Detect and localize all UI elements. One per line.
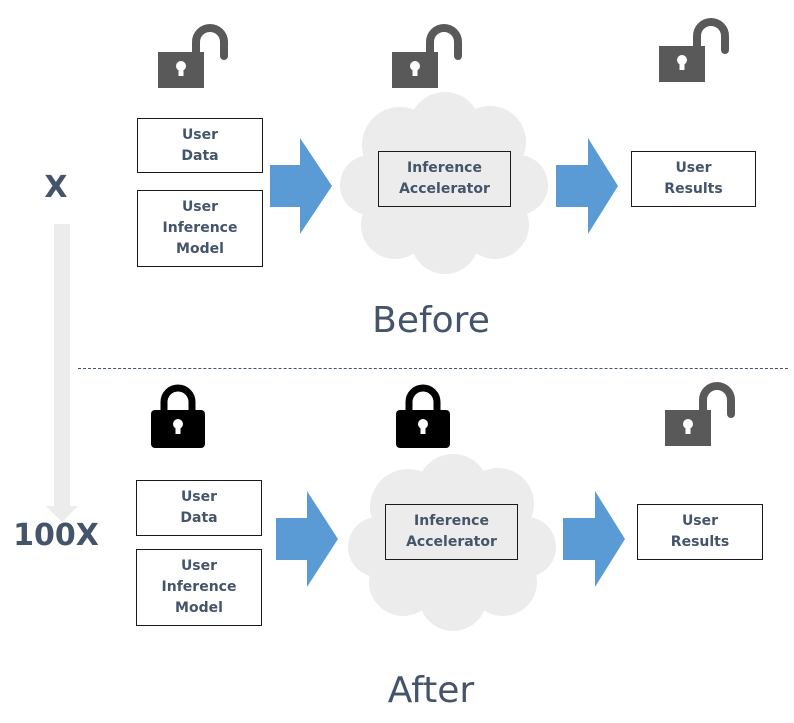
output-arrow (556, 138, 618, 234)
input-arrow (270, 138, 332, 234)
locked-lock-icon (151, 384, 205, 448)
inference-accelerator-box: Inference Accelerator (385, 504, 518, 560)
inference-accelerator-box: Inference Accelerator (378, 151, 511, 207)
before-caption: Before (372, 300, 490, 341)
user-data-box: User Data (137, 118, 263, 173)
unlocked-lock-icon (392, 24, 462, 88)
scale-bottom-label: 100X (13, 518, 99, 553)
scale-top-label: X (44, 170, 68, 205)
user-data-box: User Data (136, 480, 262, 536)
user-results-box: User Results (631, 151, 756, 207)
input-arrow (276, 491, 338, 587)
user-inference-model-box: User Inference Model (137, 190, 263, 267)
user-inference-model-box: User Inference Model (136, 549, 262, 626)
section-divider (78, 368, 788, 369)
unlocked-lock-icon (158, 24, 228, 88)
unlocked-lock-icon (665, 382, 735, 446)
after-caption: After (387, 670, 475, 711)
user-results-box: User Results (637, 504, 763, 560)
locked-lock-icon (396, 384, 450, 448)
unlocked-lock-icon (659, 18, 729, 82)
output-arrow (563, 491, 625, 587)
